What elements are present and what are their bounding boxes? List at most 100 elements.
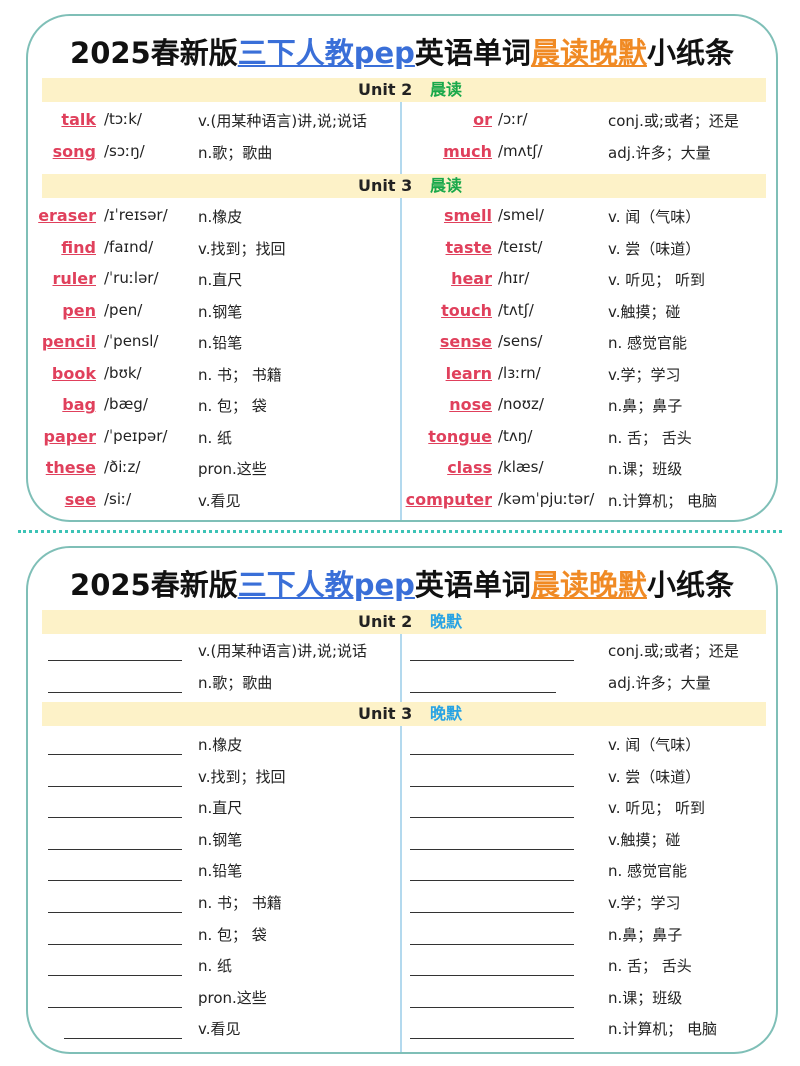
vocab-meaning: n.钢笔	[198, 831, 243, 849]
answer-blank[interactable]	[48, 880, 182, 881]
vocab-ipa: /ˈruːlər/	[104, 269, 159, 287]
vocab-ipa: /hɪr/	[498, 269, 530, 287]
answer-blank[interactable]	[410, 880, 574, 881]
vocab-meaning: n. 包； 袋	[198, 397, 267, 415]
vocab-meaning: v. 闻（气味）	[608, 208, 701, 226]
answer-blank[interactable]	[410, 1007, 574, 1008]
card-title: 2025春新版三下人教pep英语单词晨读晚默小纸条	[28, 562, 776, 604]
vocab-ipa: /ɪˈreɪsər/	[104, 206, 168, 224]
answer-blank[interactable]	[410, 817, 574, 818]
vocab-meaning: v.触摸；碰	[608, 831, 681, 849]
vocab-word: these	[45, 458, 96, 477]
vocab-word: ruler	[52, 269, 96, 288]
vocab-meaning: n. 书； 书籍	[198, 894, 282, 912]
vocab-word: eraser	[38, 206, 96, 225]
vocab-meaning: n.橡皮	[198, 208, 243, 226]
unit-label: Unit 2	[358, 80, 413, 99]
vocab-meaning: v.学；学习	[608, 366, 681, 384]
answer-blank[interactable]	[48, 660, 182, 661]
dictation-row: n. 书； 书籍 v.学；学习	[28, 892, 776, 922]
title-edition: 三下人教pep	[237, 36, 415, 70]
answer-blank[interactable]	[48, 754, 182, 755]
vocab-meaning: pron.这些	[198, 460, 267, 478]
vocab-meaning: n. 书； 书籍	[198, 366, 282, 384]
vocab-meaning: n.铅笔	[198, 334, 243, 352]
vocab-meaning: n. 舌； 舌头	[608, 429, 692, 447]
vocab-meaning: n. 纸	[198, 429, 233, 447]
answer-blank[interactable]	[410, 1038, 574, 1039]
vocab-ipa: /noʊz/	[498, 395, 544, 413]
morning-reading-card: 2025春新版三下人教pep英语单词晨读晚默小纸条 Unit 2 晨读 Unit…	[26, 14, 778, 522]
vocab-ipa: /bæg/	[104, 395, 148, 413]
answer-blank[interactable]	[64, 1038, 182, 1039]
answer-blank[interactable]	[48, 849, 182, 850]
vocab-meaning: n.鼻；鼻子	[608, 926, 683, 944]
vocab-meaning: v. 闻（气味）	[608, 736, 701, 754]
vocab-ipa: /pen/	[104, 301, 143, 319]
vocab-word: nose	[449, 395, 492, 414]
vocab-meaning: v.学；学习	[608, 894, 681, 912]
title-mode: 晨读晚默	[530, 568, 647, 602]
vocab-meaning: n.课；班级	[608, 460, 683, 478]
unit-2-header: Unit 2 晨读	[42, 78, 766, 102]
answer-blank[interactable]	[48, 944, 182, 945]
vocab-meaning: v.触摸；碰	[608, 303, 681, 321]
card-title: 2025春新版三下人教pep英语单词晨读晚默小纸条	[28, 30, 776, 72]
vocab-word: bag	[62, 395, 96, 414]
unit-label: Unit 2	[358, 612, 413, 631]
vocab-word: hear	[451, 269, 492, 288]
vocab-meaning: n. 感觉官能	[608, 862, 688, 880]
answer-blank[interactable]	[410, 754, 574, 755]
vocab-ipa: /ˈpensl/	[104, 332, 159, 350]
answer-blank[interactable]	[48, 692, 182, 693]
answer-blank[interactable]	[48, 1007, 182, 1008]
vocab-word: book	[51, 364, 96, 383]
vocab-meaning: v.找到；找回	[198, 240, 286, 258]
vocab-ipa: /klæs/	[498, 458, 544, 476]
vocab-word: see	[64, 490, 96, 509]
mode-label: 晨读	[430, 80, 463, 99]
vocab-meaning: conj.或;或者；还是	[608, 642, 739, 660]
vocab-meaning: n. 纸	[198, 957, 233, 975]
dictation-row: n.橡皮 v. 闻（气味）	[28, 734, 776, 764]
vocab-meaning: n.歌；歌曲	[198, 144, 273, 162]
answer-blank[interactable]	[410, 944, 574, 945]
title-middle: 英语单词	[414, 568, 531, 602]
vocab-meaning: adj.许多；大量	[608, 144, 711, 162]
evening-dictation-card: 2025春新版三下人教pep英语单词晨读晚默小纸条 Unit 2 晚默 Unit…	[26, 546, 778, 1054]
answer-blank[interactable]	[410, 975, 574, 976]
vocab-ipa: /sɔːŋ/	[104, 142, 145, 160]
vocab-meaning: n.直尺	[198, 799, 243, 817]
answer-blank[interactable]	[410, 660, 574, 661]
answer-blank[interactable]	[410, 786, 574, 787]
vocab-meaning: pron.这些	[198, 989, 267, 1007]
answer-blank[interactable]	[48, 786, 182, 787]
answer-blank[interactable]	[48, 975, 182, 976]
dictation-row: n.直尺 v. 听见； 听到	[28, 797, 776, 827]
vocab-meaning: n.橡皮	[198, 736, 243, 754]
answer-blank[interactable]	[48, 817, 182, 818]
title-suffix: 小纸条	[646, 568, 734, 602]
title-mode: 晨读晚默	[530, 36, 647, 70]
answer-blank[interactable]	[410, 912, 574, 913]
vocab-ipa: /sens/	[498, 332, 543, 350]
dictation-row: n.钢笔 v.触摸；碰	[28, 829, 776, 859]
vocab-ipa: /teɪst/	[498, 238, 543, 256]
vocab-word: pencil	[41, 332, 96, 351]
answer-blank[interactable]	[410, 692, 556, 693]
vocab-meaning: v. 听见； 听到	[608, 799, 706, 817]
vocab-word: class	[447, 458, 492, 477]
answer-blank[interactable]	[48, 912, 182, 913]
vocab-word: paper	[43, 427, 96, 446]
title-middle: 英语单词	[414, 36, 531, 70]
vocab-word: much	[443, 142, 492, 161]
answer-blank[interactable]	[410, 849, 574, 850]
